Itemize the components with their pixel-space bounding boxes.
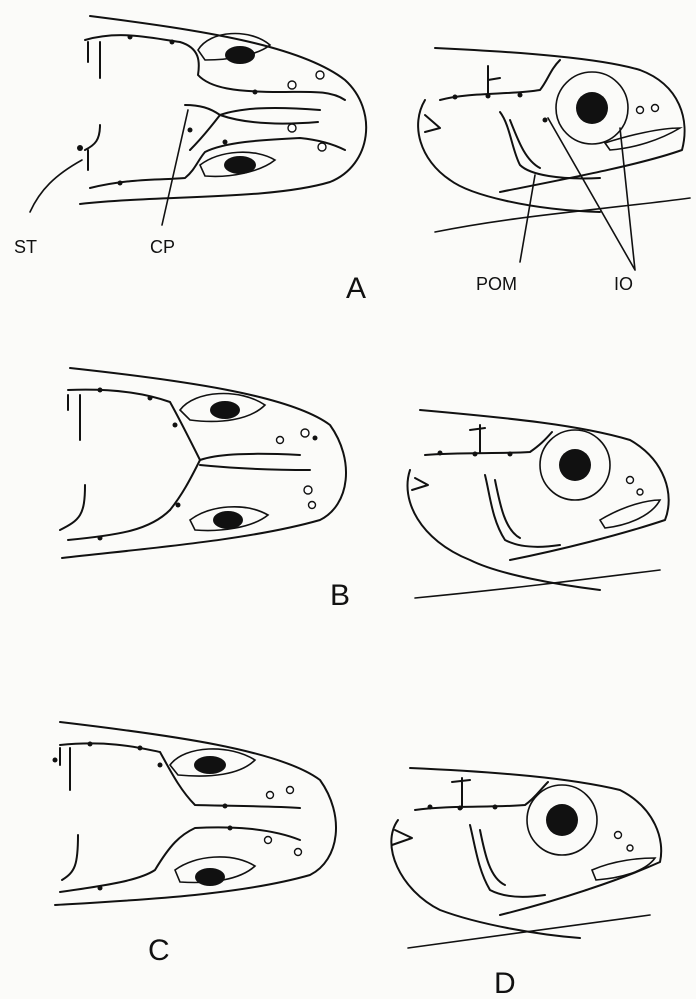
cp-pointer xyxy=(162,110,188,225)
dorsal-view-c xyxy=(53,722,337,905)
panel-letter-d: D xyxy=(494,967,516,999)
panel-letter-b: B xyxy=(330,579,350,612)
lateral-view-a xyxy=(418,48,690,232)
lateral-view-b xyxy=(408,410,669,598)
lateral-view-d xyxy=(391,768,661,948)
dorsal-view-b xyxy=(60,368,346,558)
io-pointer xyxy=(548,118,635,270)
dorsal-view-a xyxy=(77,16,366,204)
st-label: ST xyxy=(14,237,37,257)
panel-letter-a: A xyxy=(346,272,366,305)
panel-letter-c: C xyxy=(148,934,170,967)
st-pointer xyxy=(30,160,82,212)
pom-label: POM xyxy=(476,274,517,294)
io-label: IO xyxy=(614,274,633,294)
cp-label: CP xyxy=(150,237,175,257)
